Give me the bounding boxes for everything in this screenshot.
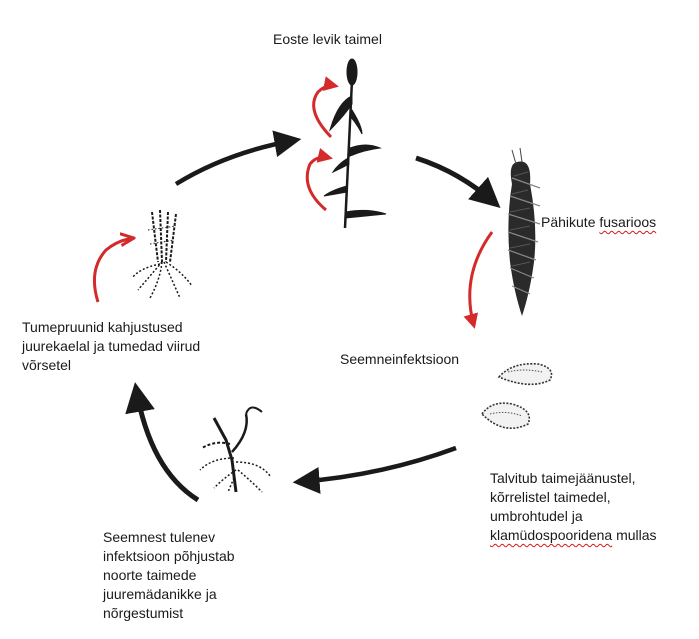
infected-wheat-head-icon xyxy=(507,147,541,316)
cycle-arrow-to-seedling xyxy=(292,445,457,494)
root-lesions-line-2: juurekaelal ja tumedad viirud xyxy=(22,338,201,354)
head-blight-prefix: Pähikute xyxy=(541,214,600,230)
root-lesions-line-3: võrsetel xyxy=(22,357,72,373)
overwintering-squiggle-word: klamüdospooridena xyxy=(490,527,613,543)
stem-base-lesions-icon xyxy=(131,209,193,299)
seedling-line-2: infektsioon põhjustab xyxy=(103,548,235,564)
seedling-line-4: juuremädanikke ja xyxy=(103,586,217,602)
label-root-lesions: Tumepruunid kahjustused juurekaelal ja t… xyxy=(22,318,200,375)
red-arrow-head-to-seed xyxy=(463,231,494,329)
label-overwintering: Talvitub taimejäänustel, kõrrelistel tai… xyxy=(490,469,657,545)
red-arrow-plant-upper xyxy=(312,76,339,139)
title-spore-spread: Eoste levik taimel xyxy=(273,31,382,47)
head-blight-word: fusarioos xyxy=(599,214,657,230)
label-seedling: Seemnest tulenev infektsioon põhjustab n… xyxy=(103,528,235,623)
wheat-plant-icon xyxy=(323,58,387,229)
label-seed-infection: Seemneinfektsioon xyxy=(340,351,460,367)
root-lesions-line-1: Tumepruunid kahjustused xyxy=(22,319,183,335)
overwintering-line-4-rest: mullas xyxy=(612,527,657,543)
overwintering-line-3: umbrohtudel ja xyxy=(490,508,583,524)
seedling-line-3: noorte taimede xyxy=(103,567,197,583)
overwintering-line-2: kõrrelistel taimedel, xyxy=(490,489,611,505)
cycle-arrow-to-root xyxy=(125,382,200,503)
seedling-line-1: Seemnest tulenev xyxy=(103,529,216,545)
cycle-arrow-to-plant xyxy=(174,130,302,186)
red-arrow-root xyxy=(92,238,134,303)
cycle-arrow-to-head xyxy=(415,155,501,208)
red-arrow-plant-lower xyxy=(305,147,333,212)
seedling-icon xyxy=(199,406,271,493)
infected-seeds-icon xyxy=(480,362,553,430)
overwintering-line-4: klamüdospooridena mullas xyxy=(490,526,657,545)
seedling-line-5: nõrgestumist xyxy=(103,605,184,621)
label-head-blight: Pähikute fusarioos xyxy=(541,213,656,232)
overwintering-line-1: Talvitub taimejäänustel, xyxy=(490,470,636,486)
